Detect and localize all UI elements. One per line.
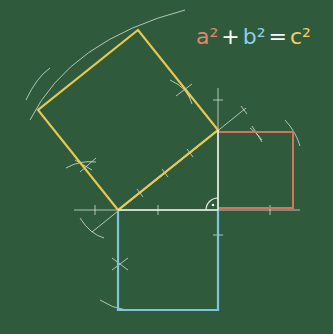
formula-term: a² <box>196 26 218 48</box>
operator: + <box>221 26 239 48</box>
formula: a²+b²=c² <box>196 26 311 48</box>
formula-term: b² <box>243 26 266 48</box>
operator: = <box>269 26 287 48</box>
formula-term: c² <box>290 26 311 48</box>
